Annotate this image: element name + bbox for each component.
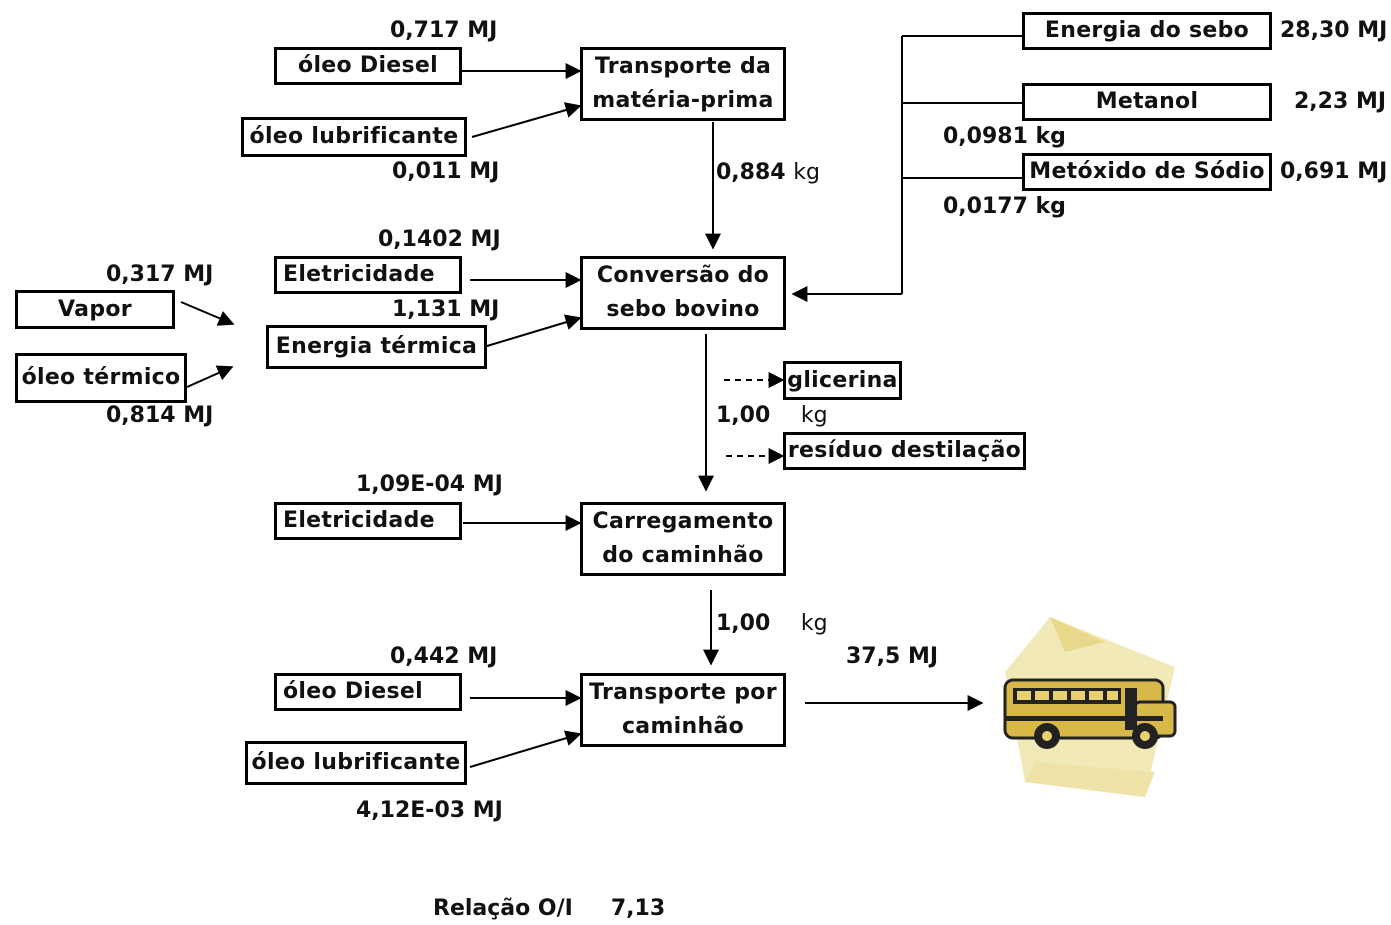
process-tallow-conversion: Conversão do sebo bovino — [580, 256, 786, 330]
input-thermal-oil: óleo térmico — [15, 353, 187, 403]
flow-loading-to-transport: 1,00 kg — [716, 611, 828, 636]
electricity-1-energy: 0,1402 MJ — [378, 227, 501, 252]
process-truck-transport: Transporte por caminhão — [580, 673, 786, 747]
lubricant-2-energy: 4,12E-03 MJ — [356, 798, 503, 823]
sodium-methoxide-energy: 0,691 MJ — [1280, 159, 1388, 184]
input-tallow-energy: Energia do sebo — [1022, 12, 1272, 50]
electricity-2-energy: 1,09E-04 MJ — [356, 472, 503, 497]
lubricant-1-energy: 0,011 MJ — [392, 159, 500, 184]
input-methanol: Metanol — [1022, 83, 1272, 121]
thermal-oil-energy: 0,814 MJ — [106, 403, 214, 428]
thermal-energy-value: 1,131 MJ — [392, 297, 500, 322]
process-truck-loading: Carregamento do caminhão — [580, 502, 786, 576]
tallow-energy-value: 28,30 MJ — [1280, 18, 1388, 43]
input-diesel-2: óleo Diesel — [274, 673, 462, 711]
input-diesel-1: óleo Diesel — [274, 47, 462, 85]
input-electricity-2: Eletricidade — [274, 502, 462, 540]
flow-conversion-to-loading: 1,00 kg — [716, 403, 828, 428]
input-sodium-methoxide: Metóxido de Sódio — [1022, 153, 1272, 191]
byproduct-glycerin: glicerina — [783, 361, 902, 400]
input-lubricant-1: óleo lubrificante — [241, 117, 467, 157]
byproduct-distillation-residue: resíduo destilação — [783, 432, 1026, 470]
sodium-methoxide-mass: 0,0177 kg — [943, 194, 1066, 219]
flow-raw-to-conversion: 0,884 kg — [716, 160, 820, 185]
input-electricity-1: Eletricidade — [274, 256, 462, 294]
input-thermal-energy: Energia térmica — [266, 325, 487, 369]
process-raw-material-transport: Transporte da matéria-prima — [580, 47, 786, 121]
input-lubricant-2: óleo lubrificante — [245, 741, 467, 785]
methanol-energy: 2,23 MJ — [1294, 89, 1387, 114]
school-bus-icon — [1003, 617, 1177, 797]
output-energy: 37,5 MJ — [846, 644, 939, 669]
input-steam: Vapor — [15, 290, 175, 329]
diesel-1-energy: 0,717 MJ — [390, 18, 498, 43]
methanol-mass: 0,0981 kg — [943, 124, 1066, 149]
diesel-2-energy: 0,442 MJ — [390, 644, 498, 669]
steam-energy: 0,317 MJ — [106, 262, 214, 287]
